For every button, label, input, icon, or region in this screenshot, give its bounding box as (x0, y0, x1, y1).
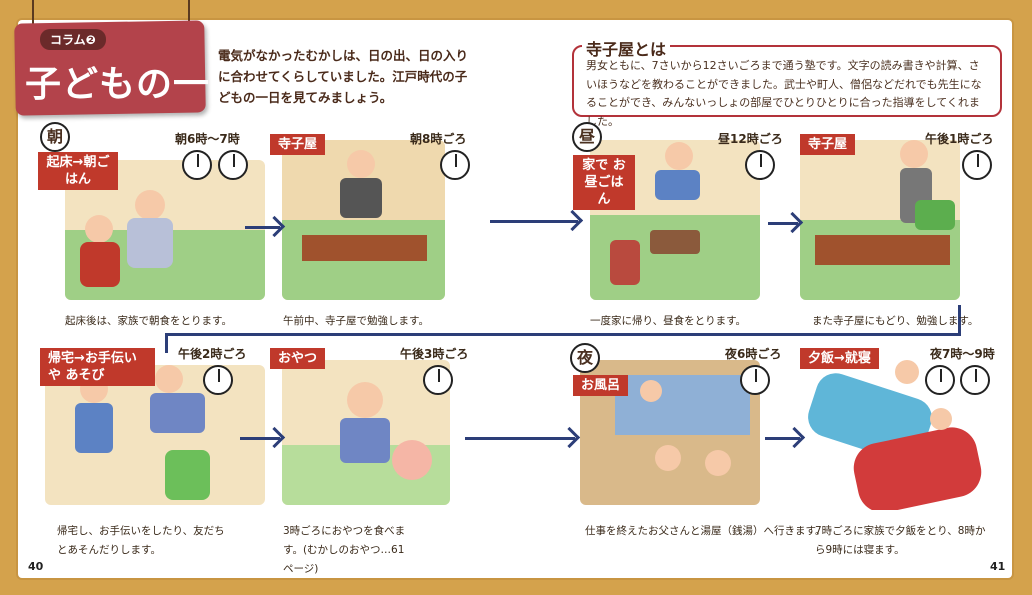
hanging-string (32, 0, 34, 40)
page-title: 子どもの一日 (25, 64, 248, 105)
panel-time: 夜6時ごろ (725, 347, 782, 361)
illustration-lunch (590, 140, 760, 300)
clock-icon (423, 365, 453, 395)
panel-label: お風呂 (573, 375, 629, 396)
illustration-play (45, 365, 265, 505)
noon-marker: 昼 (572, 122, 602, 152)
panel-time: 朝8時ごろ (410, 132, 467, 146)
clock-icon (182, 150, 212, 180)
illustration-snack (282, 360, 450, 505)
panel-label: 夕飯→就寝 (800, 348, 879, 369)
panel-label: 寺子屋 (270, 134, 326, 155)
panel-time: 午後3時ごろ (400, 347, 469, 361)
panel-time: 夜7時～9時 (930, 347, 995, 361)
arrow-right-icon (465, 437, 575, 440)
arrow-right-icon (490, 220, 578, 223)
clock-icon (960, 365, 990, 395)
panel-time: 午後2時ごろ (178, 347, 247, 361)
hanging-string (188, 0, 190, 40)
page-number-right: 41 (990, 560, 1006, 573)
arrow-right-icon (765, 437, 800, 440)
panel-caption: 一度家に帰り、昼食をとります。 (590, 315, 747, 327)
intro-text: 電気がなかったむかしは、日の出、日の入りに合わせてくらしていました。江戸時代の子… (218, 48, 469, 105)
illustration-bedtime (800, 360, 990, 510)
illustration-bath (580, 360, 760, 505)
clock-icon (925, 365, 955, 395)
panel-caption: 3時ごろにおやつを食べます。(むかしのおやつ…61ページ) (283, 525, 406, 575)
connector-line (958, 305, 961, 335)
clock-icon (218, 150, 248, 180)
panel-time: 朝6時～7時 (175, 132, 240, 146)
panel-caption: 起床後は、家族で朝食をとります。 (65, 315, 232, 327)
arrow-right-icon (245, 226, 280, 229)
page-number-left: 40 (28, 560, 44, 573)
illustration-terakoya-morning (282, 140, 445, 300)
panel-time: 午後1時ごろ (925, 132, 994, 146)
clock-icon (740, 365, 770, 395)
illustration-terakoya-afternoon (800, 140, 960, 300)
connector-line (165, 333, 961, 336)
panel-caption: また寺子屋にもどり、勉強します。 (812, 315, 979, 327)
panel-label: 帰宅→お手伝いや あそび (40, 348, 155, 386)
panel-label: おやつ (270, 348, 326, 369)
illustration-breakfast (65, 160, 265, 300)
panel-caption: 7時ごろに家族で夕飯をとり、8時から9時には寝ます。 (815, 525, 986, 556)
arrow-right-icon (768, 222, 798, 225)
clock-icon (440, 150, 470, 180)
panel-label: 家で お昼ごはん (573, 155, 635, 210)
clock-icon (962, 150, 992, 180)
clock-icon (203, 365, 233, 395)
panel-caption: 午前中、寺子屋で勉強します。 (283, 315, 429, 327)
column-badge: コラム❷ (40, 29, 106, 50)
panel-caption: 帰宅し、お手伝いをしたり、友だちとあそんだりします。 (57, 525, 225, 556)
clock-icon (745, 150, 775, 180)
panel-label: 寺子屋 (800, 134, 856, 155)
terakoya-info-heading: 寺子屋とは (582, 36, 671, 60)
arrow-right-icon (240, 437, 280, 440)
morning-marker: 朝 (40, 122, 70, 152)
panel-time: 昼12時ごろ (718, 132, 783, 146)
panel-caption: 仕事を終えたお父さんと湯屋（銭湯）へ行きます。 (585, 525, 826, 537)
night-marker: 夜 (570, 343, 600, 373)
panel-label: 起床→朝ごはん (38, 152, 118, 190)
connector-line (165, 333, 168, 353)
